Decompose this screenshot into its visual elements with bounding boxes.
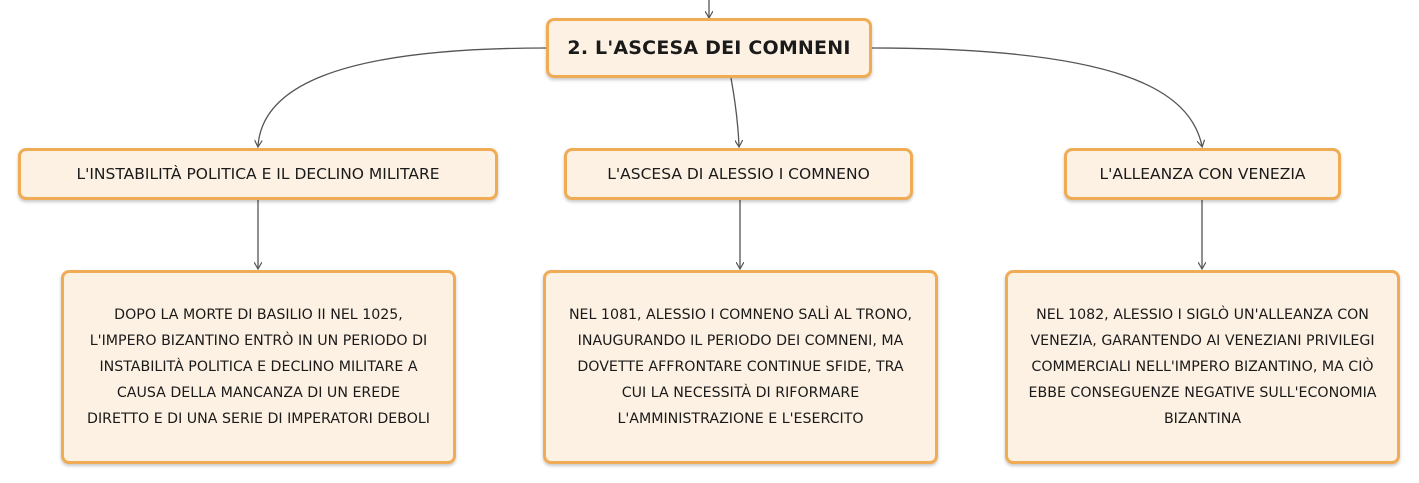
connector-root-to-topic-3	[871, 47, 1202, 146]
topic-label: L'ALLEANZA CON VENEZIA	[1099, 165, 1306, 183]
connector-root-to-topic-1	[258, 47, 547, 146]
topic-label: L'ASCESA DI ALESSIO I COMNENO	[607, 165, 870, 183]
topic-node-venice-alliance[interactable]: L'ALLEANZA CON VENEZIA	[1064, 148, 1341, 200]
detail-node-venice-alliance[interactable]: NEL 1082, ALESSIO I SIGLÒ UN'ALLEANZA CO…	[1005, 270, 1400, 464]
detail-text: NEL 1082, ALESSIO I SIGLÒ UN'ALLEANZA CO…	[1028, 307, 1377, 427]
detail-node-alessio-rise[interactable]: NEL 1081, ALESSIO I COMNENO SALÌ AL TRON…	[543, 270, 938, 464]
detail-text: DOPO LA MORTE DI BASILIO II NEL 1025, L'…	[87, 307, 430, 427]
detail-node-instability[interactable]: DOPO LA MORTE DI BASILIO II NEL 1025, L'…	[61, 270, 456, 464]
topic-label: L'INSTABILITÀ POLITICA E IL DECLINO MILI…	[76, 165, 440, 183]
topic-node-instability[interactable]: L'INSTABILITÀ POLITICA E IL DECLINO MILI…	[18, 148, 498, 200]
root-topic-node[interactable]: 2. L'ASCESA DEI COMNENI	[546, 18, 872, 78]
detail-text: NEL 1081, ALESSIO I COMNENO SALÌ AL TRON…	[568, 307, 913, 427]
connector-root-to-topic-2	[730, 77, 739, 146]
topic-node-alessio-rise[interactable]: L'ASCESA DI ALESSIO I COMNENO	[564, 148, 913, 200]
root-topic-title: 2. L'ASCESA DEI COMNENI	[567, 37, 851, 59]
